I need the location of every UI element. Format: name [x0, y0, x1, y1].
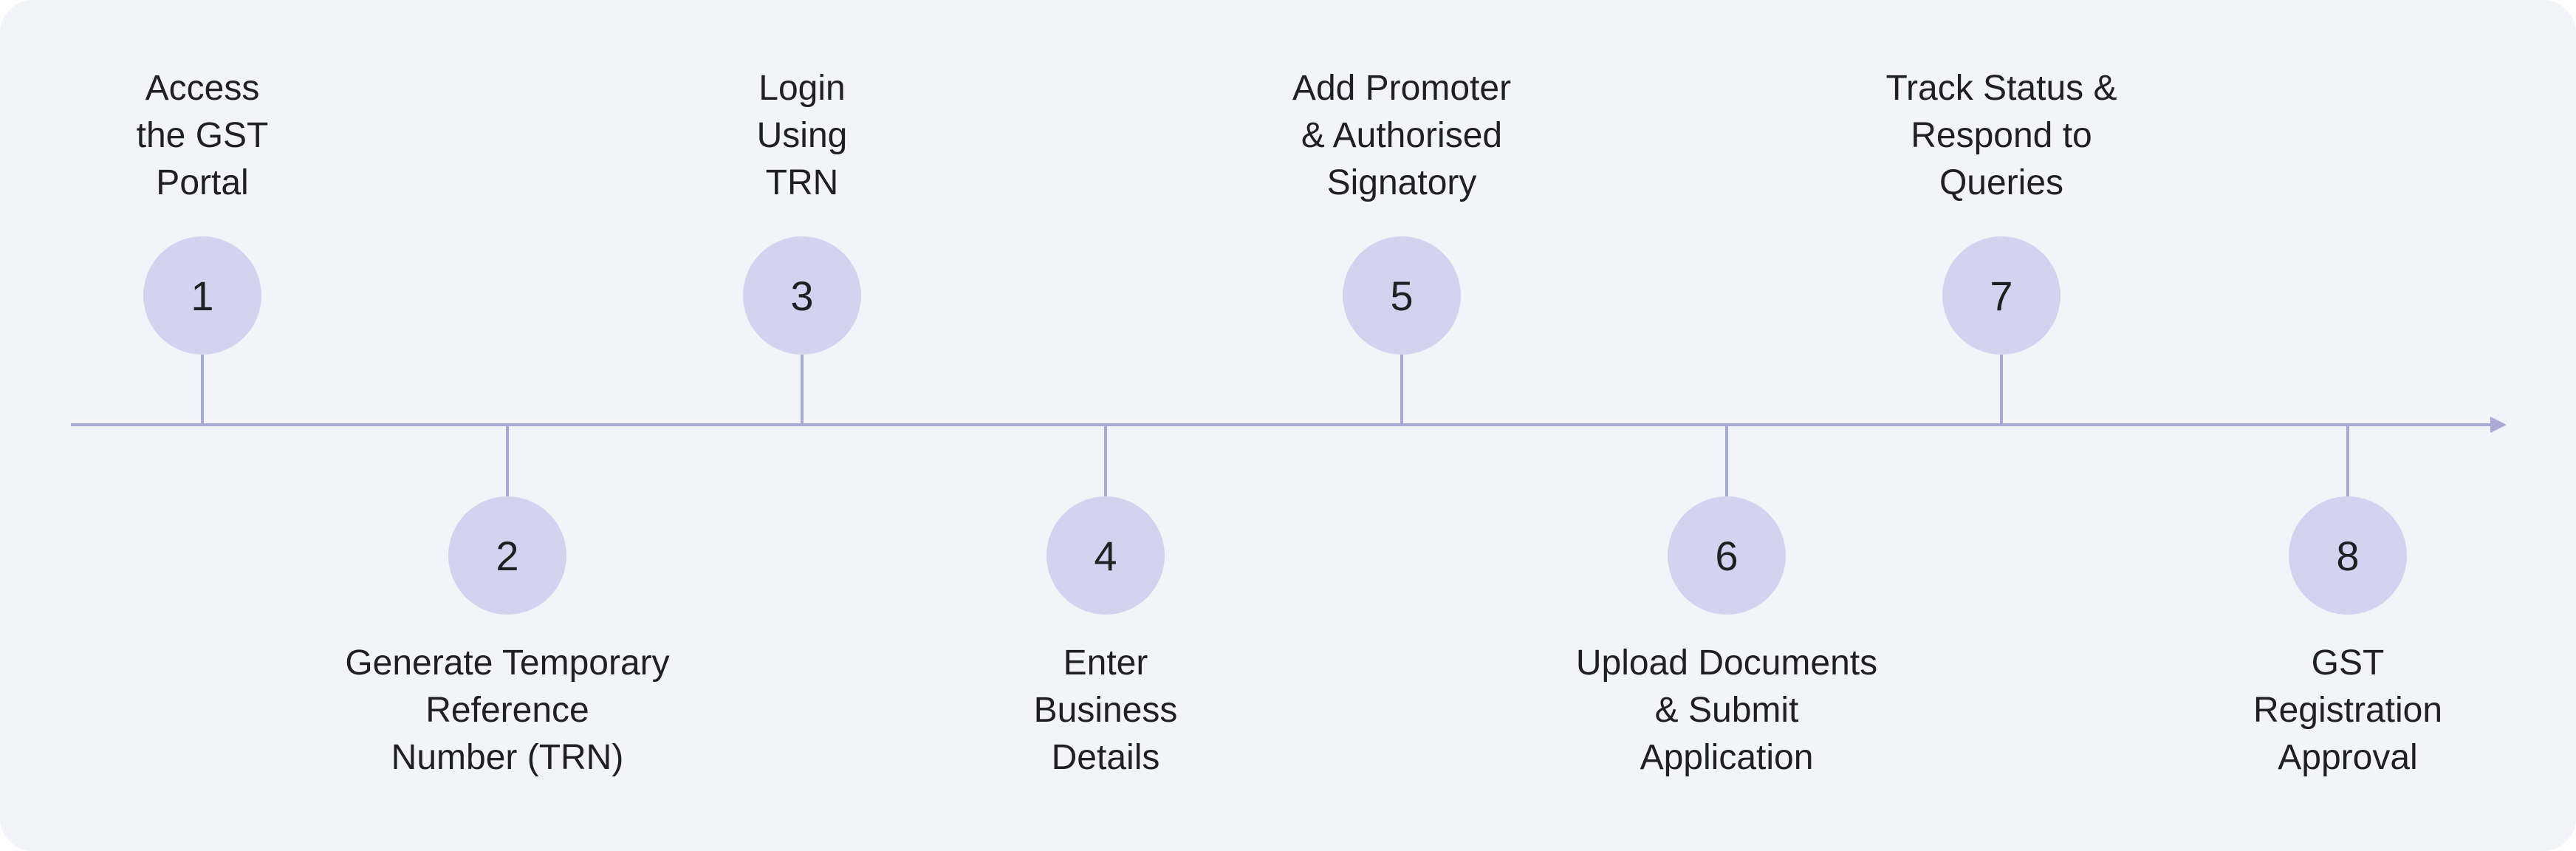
- step-label: Upload Documents & Submit Application: [1575, 643, 1878, 777]
- step-label: Access the GST Portal: [136, 69, 269, 202]
- step-label: Generate Temporary Reference Number (TRN…: [345, 643, 670, 777]
- step-4: 4: [1046, 425, 1165, 615]
- step-number: 6: [1715, 533, 1738, 579]
- step-2: 2: [448, 425, 566, 615]
- step-number: 7: [1990, 273, 2012, 319]
- step-circle: [1942, 236, 2061, 355]
- step-label: Enter Business Details: [1033, 643, 1178, 777]
- step-8: 8: [2289, 425, 2407, 615]
- step-circle: [1343, 236, 1461, 355]
- step-number: 2: [496, 533, 518, 579]
- step-circle: [743, 236, 861, 355]
- step-circle: [1668, 496, 1786, 615]
- step-number: 5: [1390, 273, 1413, 319]
- step-1: 1: [143, 236, 261, 425]
- step-7: 7: [1942, 236, 2061, 425]
- step-circle: [448, 496, 566, 615]
- step-number: 3: [790, 273, 813, 319]
- step-circle: [143, 236, 261, 355]
- timeline-arrowhead: [2490, 417, 2507, 433]
- step-number: 8: [2336, 533, 2359, 579]
- step-number: 4: [1094, 533, 1117, 579]
- step-label: Track Status & Respond to Queries: [1885, 69, 2117, 202]
- step-5: 5: [1343, 236, 1461, 425]
- step-circle: [2289, 496, 2407, 615]
- step-label: Login Using TRN: [756, 69, 848, 202]
- step-label: Add Promoter & Authorised Signatory: [1292, 69, 1512, 202]
- step-3: 3: [743, 236, 861, 425]
- step-label: GST Registration Approval: [2253, 643, 2443, 777]
- step-6: 6: [1668, 425, 1786, 615]
- step-circle: [1046, 496, 1165, 615]
- step-number: 1: [191, 273, 213, 319]
